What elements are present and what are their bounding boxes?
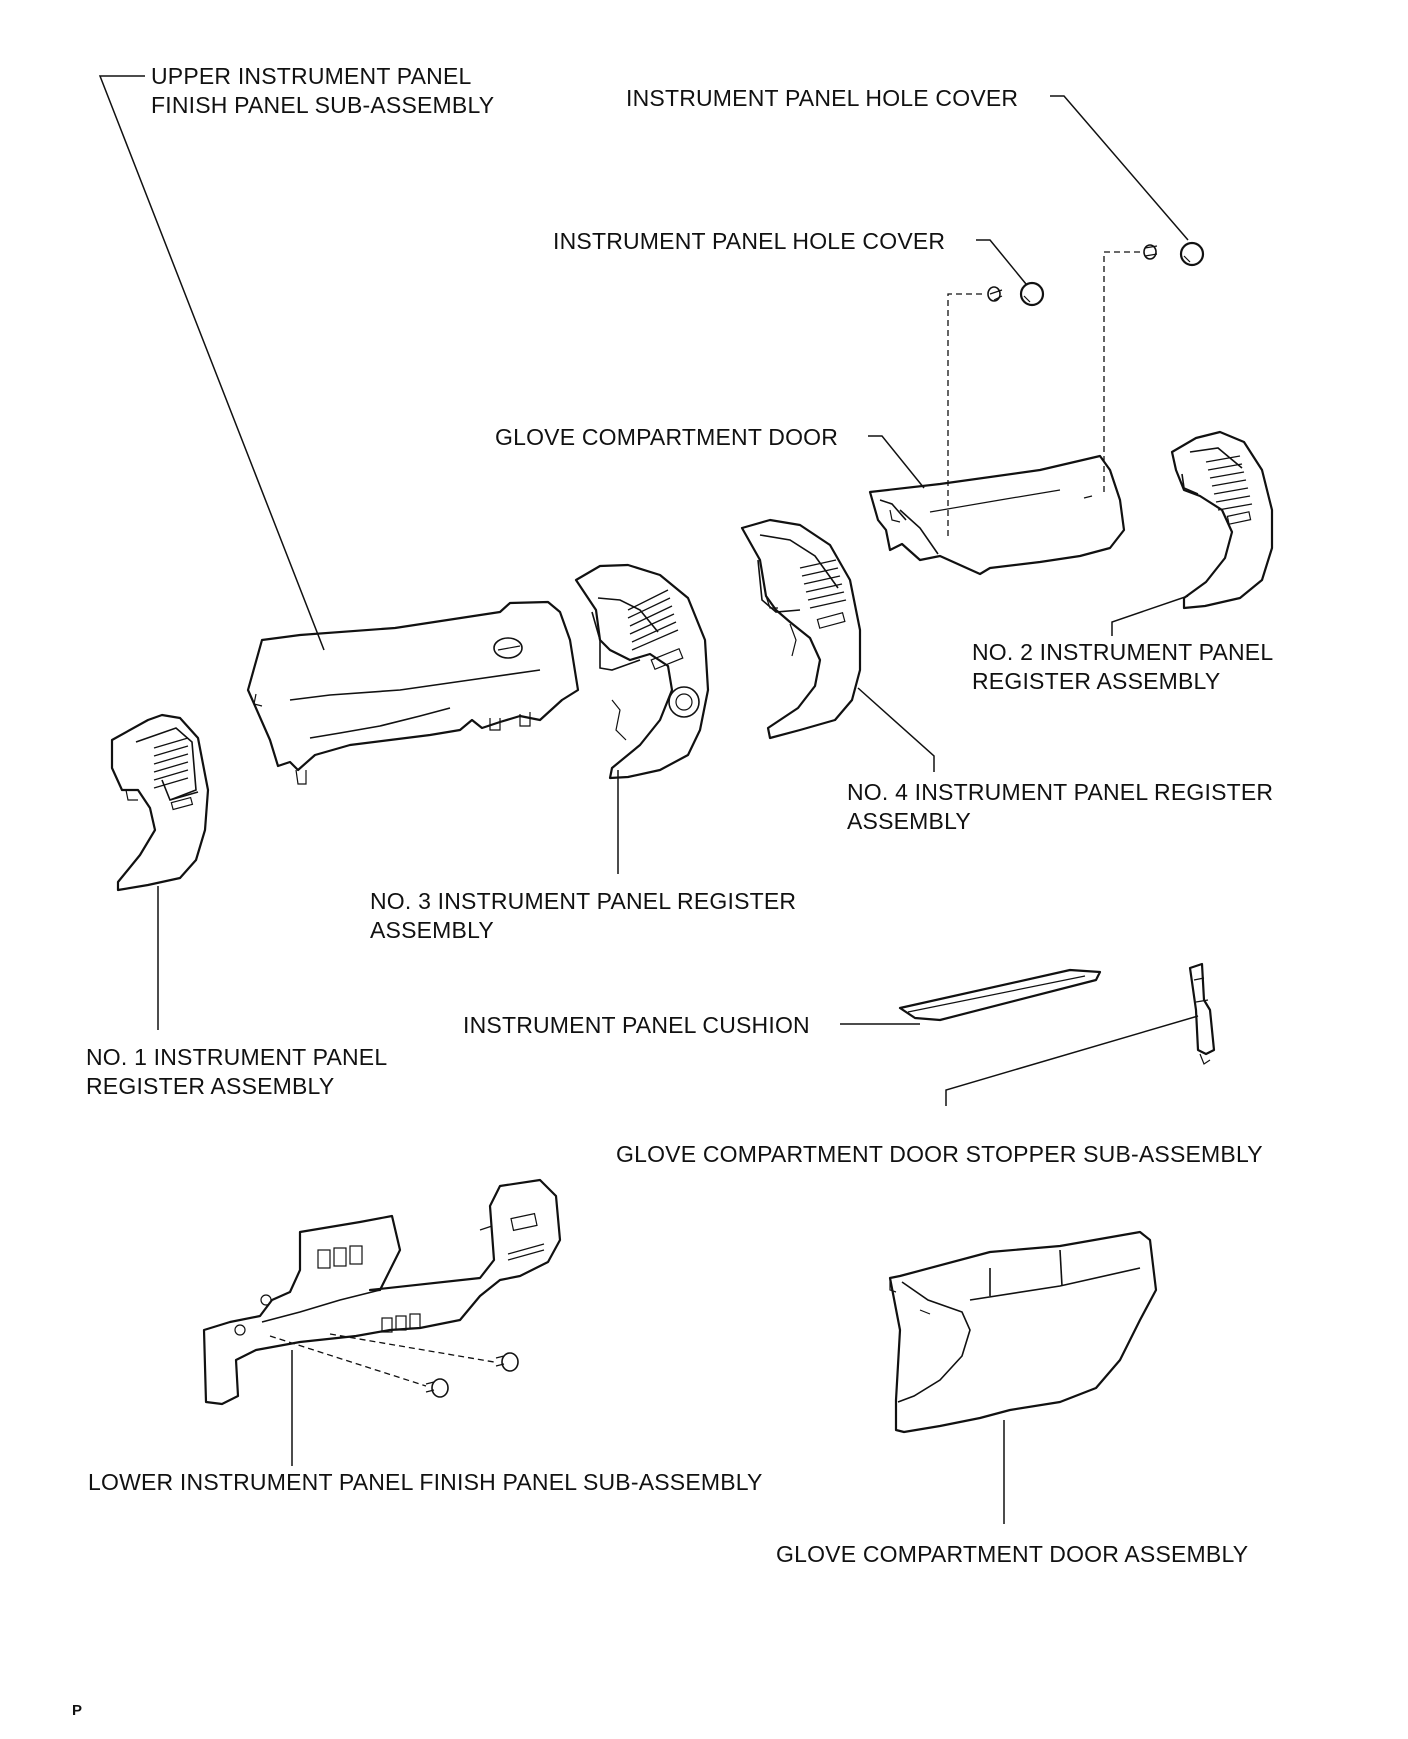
leader-lines <box>98 75 1199 1524</box>
label-line: NO. 1 INSTRUMENT PANEL <box>86 1044 388 1070</box>
label-line: REGISTER ASSEMBLY <box>972 668 1221 694</box>
label-no2-register: NO. 2 INSTRUMENT PANEL REGISTER ASSEMBLY <box>972 638 1273 696</box>
door-stopper-part <box>1188 962 1216 1065</box>
no2-register-part <box>1170 430 1274 610</box>
label-no4-register: NO. 4 INSTRUMENT PANEL REGISTER ASSEMBLY <box>847 778 1273 836</box>
label-line: REGISTER ASSEMBLY <box>86 1073 335 1099</box>
lower-panel-screws <box>425 1352 519 1398</box>
label-hole-cover-2: INSTRUMENT PANEL HOLE COVER <box>553 228 946 254</box>
glove-door-assembly-part <box>888 1230 1158 1434</box>
corner-mark: P <box>72 1702 83 1719</box>
label-line: UPPER INSTRUMENT PANEL <box>151 63 472 89</box>
label-line: NO. 4 INSTRUMENT PANEL REGISTER <box>847 779 1274 805</box>
label-upper-finish-panel: UPPER INSTRUMENT PANEL FINISH PANEL SUB-… <box>151 62 494 120</box>
label-line: NO. 3 INSTRUMENT PANEL REGISTER <box>370 888 797 914</box>
label-lower-finish-panel: LOWER INSTRUMENT PANEL FINISH PANEL SUB-… <box>88 1469 763 1495</box>
instrument-panel-cushion-part <box>898 968 1102 1022</box>
no4-register-part <box>740 518 862 740</box>
label-door-stopper: GLOVE COMPARTMENT DOOR STOPPER SUB-ASSEM… <box>616 1141 1263 1167</box>
label-line: FINISH PANEL SUB-ASSEMBLY <box>151 92 495 118</box>
label-line: ASSEMBLY <box>847 808 971 834</box>
label-no3-register: NO. 3 INSTRUMENT PANEL REGISTER ASSEMBLY <box>370 887 796 945</box>
lower-finish-panel-part <box>202 1178 562 1406</box>
hole-cover-1-part <box>987 281 1045 307</box>
no1-register-part <box>110 713 210 892</box>
upper-finish-panel-part <box>246 600 580 785</box>
label-hole-cover-1: INSTRUMENT PANEL HOLE COVER <box>626 85 1019 111</box>
glove-compartment-door-part <box>868 454 1126 576</box>
hole-cover-2-part <box>1143 241 1205 267</box>
label-no1-register: NO. 1 INSTRUMENT PANEL REGISTER ASSEMBLY <box>86 1043 387 1101</box>
label-glove-door-assembly: GLOVE COMPARTMENT DOOR ASSEMBLY <box>776 1541 1249 1567</box>
no3-register-part <box>574 563 710 780</box>
label-cushion: INSTRUMENT PANEL CUSHION <box>463 1012 810 1038</box>
label-glove-compartment-door: GLOVE COMPARTMENT DOOR <box>495 424 839 450</box>
label-line: ASSEMBLY <box>370 917 494 943</box>
label-line: NO. 2 INSTRUMENT PANEL <box>972 639 1274 665</box>
